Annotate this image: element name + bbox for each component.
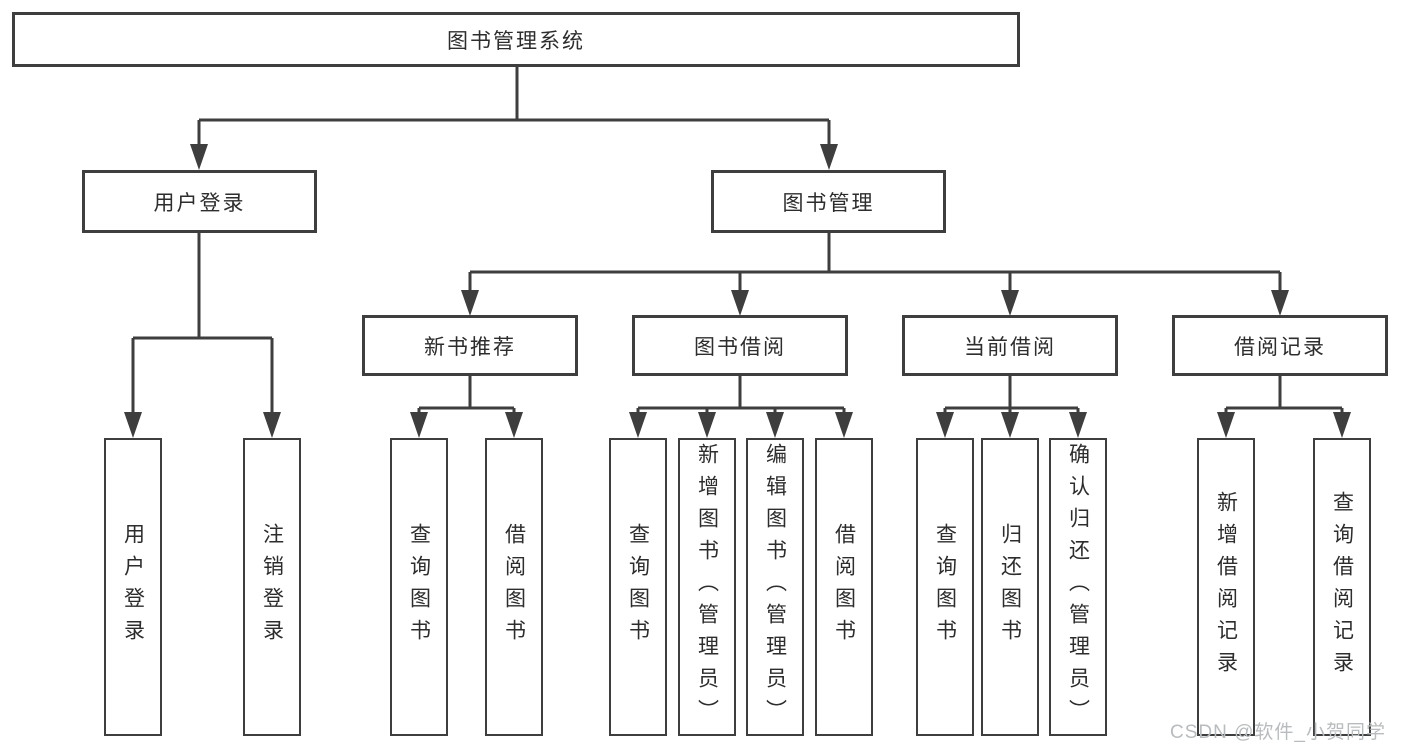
leaf-query-borrow-record: 查询借阅记录 — [1313, 438, 1371, 736]
leaf-add-book-admin: 新增图书（管理员） — [678, 438, 736, 736]
node-label: 查询图书 — [407, 523, 431, 651]
node-label: 用户登录 — [121, 523, 145, 651]
leaf-edit-book-admin: 编辑图书（管理员） — [746, 438, 804, 736]
leaf-add-borrow-record: 新增借阅记录 — [1197, 438, 1255, 736]
node-label: 新增借阅记录 — [1214, 491, 1238, 683]
node-label: 归还图书 — [998, 523, 1022, 651]
node-book-management: 图书管理 — [711, 170, 946, 233]
csdn-watermark: CSDN @软件_小贺同学 — [1170, 722, 1386, 743]
leaf-query-books-borrow: 查询图书 — [609, 438, 667, 736]
node-book-borrow: 图书借阅 — [632, 315, 848, 376]
node-label: 借阅图书 — [832, 523, 856, 651]
node-user-login: 用户登录 — [82, 170, 317, 233]
node-library-system: 图书管理系统 — [12, 12, 1020, 67]
leaf-confirm-return-admin: 确认归还（管理员） — [1049, 438, 1107, 736]
node-label: 查询借阅记录 — [1330, 491, 1354, 683]
leaf-logout: 注销登录 — [243, 438, 301, 736]
leaf-return-book: 归还图书 — [981, 438, 1039, 736]
node-label: 编辑图书（管理员） — [763, 443, 787, 731]
node-label: 注销登录 — [260, 523, 284, 651]
node-borrow-records: 借阅记录 — [1172, 315, 1388, 376]
node-label: 查询图书 — [933, 523, 957, 651]
arrowheads — [124, 144, 1351, 438]
node-current-borrow: 当前借阅 — [902, 315, 1118, 376]
node-label: 新增图书（管理员） — [695, 443, 719, 731]
leaf-query-books-current: 查询图书 — [916, 438, 974, 736]
leaf-user-login: 用户登录 — [104, 438, 162, 736]
node-label: 查询图书 — [626, 523, 650, 651]
node-label: 借阅图书 — [502, 523, 526, 651]
node-label: 确认归还（管理员） — [1066, 443, 1090, 731]
leaf-query-books-recommend: 查询图书 — [390, 438, 448, 736]
node-new-book-recommend: 新书推荐 — [362, 315, 578, 376]
leaf-borrow-books-recommend: 借阅图书 — [485, 438, 543, 736]
leaf-borrow-book: 借阅图书 — [815, 438, 873, 736]
